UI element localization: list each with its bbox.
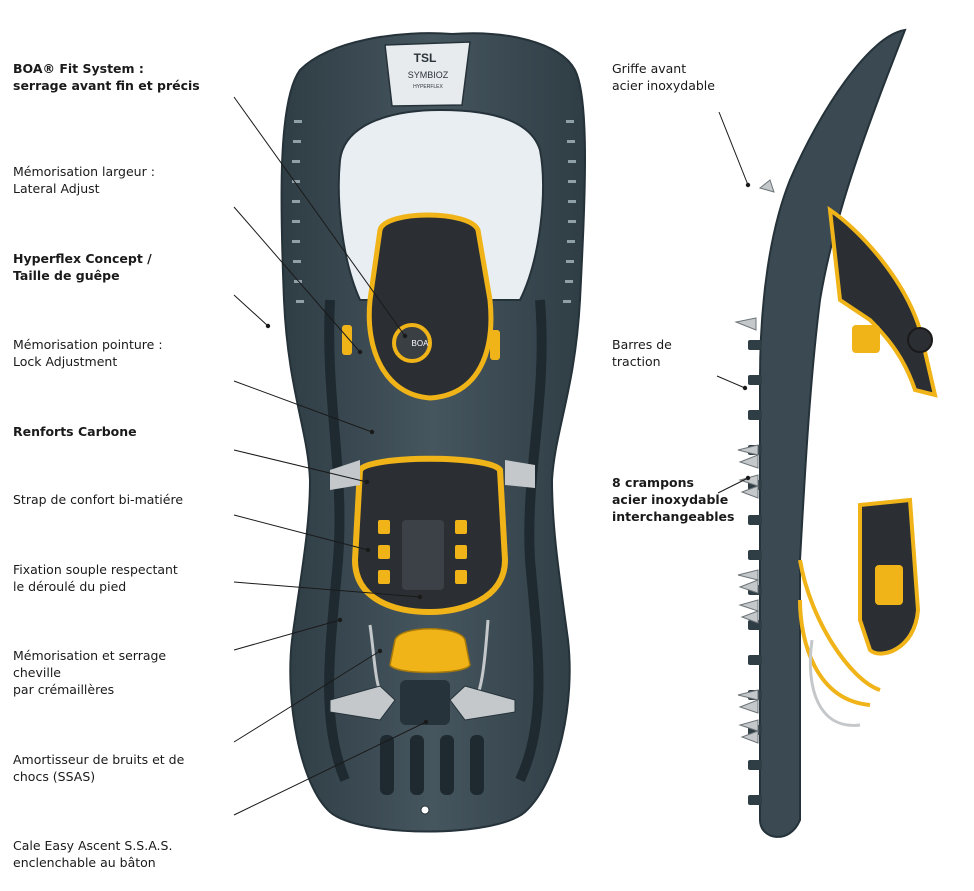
label-line: Amortisseur de bruits et de <box>13 752 185 767</box>
callout-dot-pointure <box>369 429 375 435</box>
side-rail-left <box>324 299 350 782</box>
label-griffe-avant: Griffe avant acier inoxydable <box>612 60 715 94</box>
label-line: Barres de <box>612 337 672 352</box>
callout-dot-fixation <box>417 594 423 600</box>
callout-dot-cheville <box>337 617 343 623</box>
callout-dot-hyperflex <box>265 323 271 329</box>
heel-plate <box>402 520 444 590</box>
callout-dot-cale <box>423 719 429 725</box>
label-crampons: 8 crampons acier inoxydable interchangea… <box>612 474 734 525</box>
label-renforts-carbone: Renforts Carbone <box>13 423 137 440</box>
label-cale-easy-ascent: Cale Easy Ascent S.S.A.S. enclenchable a… <box>13 837 172 871</box>
callout-dot-crampons <box>745 475 751 481</box>
side-clip <box>852 325 880 353</box>
callout-line-strap <box>233 514 369 551</box>
ankle-ratchet <box>389 628 471 674</box>
label-line: Fixation souple respectant <box>13 562 178 577</box>
edge-notches <box>292 120 576 303</box>
label-amortisseur: Amortisseur de bruits et de chocs (SSAS) <box>13 751 184 785</box>
front-binding <box>366 212 494 401</box>
ssas-wing-right <box>449 685 516 721</box>
brand-logo: TSL <box>414 51 437 65</box>
callout-line-carbone <box>233 449 368 483</box>
tail-hole <box>420 805 430 815</box>
label-memorisation-cheville: Mémorisation et serrage cheville par cré… <box>13 647 166 698</box>
callout-dot-amortisseur <box>377 648 383 654</box>
label-line: Hyperflex Concept / <box>13 251 152 266</box>
label-line: Mémorisation largeur : <box>13 164 155 179</box>
callout-dot-largeur <box>357 349 363 355</box>
snowshoe-side-view <box>734 28 938 838</box>
grip-pads <box>378 520 467 584</box>
logo-plate <box>384 41 471 107</box>
label-strap-confort: Strap de confort bi-matiére <box>13 491 183 508</box>
model-subtext: HYPERFLEX <box>413 84 443 90</box>
label-line: Griffe avant <box>612 61 687 76</box>
callout-line-boa <box>233 96 406 337</box>
model-text: SYMBIOZ <box>408 70 449 80</box>
callout-dot-griffe <box>745 182 751 188</box>
callout-line-crampons <box>717 477 749 494</box>
ssas-wing-left <box>329 685 396 721</box>
ssas-block <box>400 680 450 725</box>
callout-lines <box>233 96 749 816</box>
callout-dot-boa <box>402 333 408 339</box>
callout-line-cale <box>233 721 427 816</box>
label-line: Renforts Carbone <box>13 424 137 439</box>
side-boa-dial <box>907 327 933 353</box>
callout-dots <box>265 182 751 725</box>
callout-dot-barres <box>742 385 748 391</box>
side-heel-clip <box>875 565 903 605</box>
label-line: Taille de guêpe <box>13 268 120 283</box>
callout-line-cheville <box>233 619 341 651</box>
label-fixation-souple: Fixation souple respectant le déroulé du… <box>13 561 178 595</box>
label-barres-traction: Barres de traction <box>612 336 672 370</box>
label-line: par crémaillères <box>13 682 115 697</box>
label-hyperflex-concept: Hyperflex Concept / Taille de guêpe <box>13 250 152 284</box>
steel-crampons <box>734 179 775 744</box>
lateral-clip-right <box>490 330 500 360</box>
label-line: BOA® Fit System : <box>13 61 144 76</box>
label-memorisation-pointure: Mémorisation pointure : Lock Adjustment <box>13 336 163 370</box>
label-line: 8 crampons <box>612 475 694 490</box>
tail-slots <box>380 735 484 795</box>
label-line: acier inoxydable <box>612 492 729 507</box>
label-line: Mémorisation pointure : <box>13 337 163 352</box>
callout-line-hyperflex <box>233 294 269 327</box>
label-line: Cale Easy Ascent S.S.A.S. <box>13 838 173 853</box>
label-line: cheville <box>13 665 61 680</box>
label-line: interchangeables <box>612 509 735 524</box>
label-line: le déroulé du pied <box>13 579 127 594</box>
label-line: enclenchable au bâton <box>13 855 156 870</box>
callout-dot-carbone <box>364 479 370 485</box>
label-line: acier inoxydable <box>612 78 715 93</box>
label-line: traction <box>612 354 661 369</box>
lateral-clip-left <box>342 325 352 355</box>
label-boa-fit-system: BOA® Fit System : serrage avant fin et p… <box>13 60 200 94</box>
steel-arm-left <box>330 460 360 490</box>
label-line: serrage avant fin et précis <box>13 78 200 93</box>
side-heel-bar <box>798 559 881 707</box>
callout-line-griffe <box>718 111 749 186</box>
label-line: Lateral Adjust <box>13 181 100 196</box>
boa-dial-text: BOA <box>412 339 430 348</box>
callout-line-fixation <box>233 581 421 598</box>
side-frame <box>759 28 907 838</box>
label-line: Lock Adjustment <box>13 354 118 369</box>
callout-line-pointure <box>233 380 373 433</box>
label-line: Strap de confort bi-matiére <box>13 492 184 507</box>
label-line: chocs (SSAS) <box>13 769 96 784</box>
steel-arm-right <box>505 460 535 488</box>
side-steel-rod <box>808 639 861 727</box>
callout-line-amortisseur <box>233 650 381 743</box>
callout-line-largeur <box>233 206 361 353</box>
callout-line-barres <box>716 375 746 389</box>
label-line: Mémorisation et serrage <box>13 648 167 663</box>
side-rail-right <box>515 299 547 783</box>
snowshoe-top-view: TSL SYMBIOZ HYPERFLEX BOA <box>280 32 586 833</box>
callout-dot-strap <box>365 547 371 553</box>
side-front-binding <box>827 205 938 398</box>
label-memorisation-largeur: Mémorisation largeur : Lateral Adjust <box>13 163 155 197</box>
